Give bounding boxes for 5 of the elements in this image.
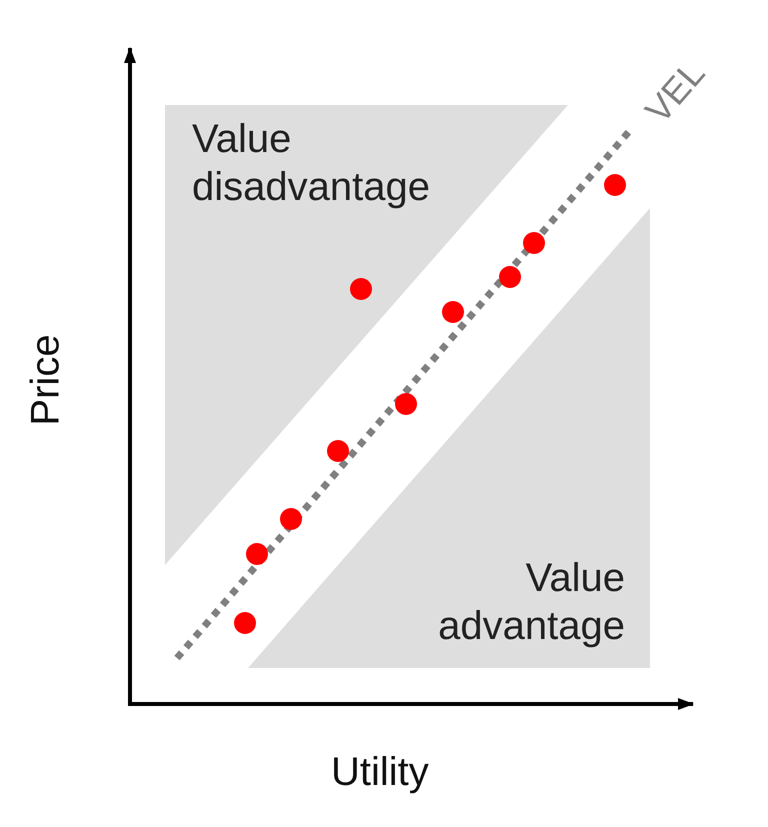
region-label: Value disadvantage xyxy=(192,116,431,211)
axis-title: Price xyxy=(23,334,68,426)
axis-title: Utility xyxy=(331,750,429,794)
region-label: Value advantage xyxy=(437,555,625,650)
line-label: VEL xyxy=(638,53,712,130)
